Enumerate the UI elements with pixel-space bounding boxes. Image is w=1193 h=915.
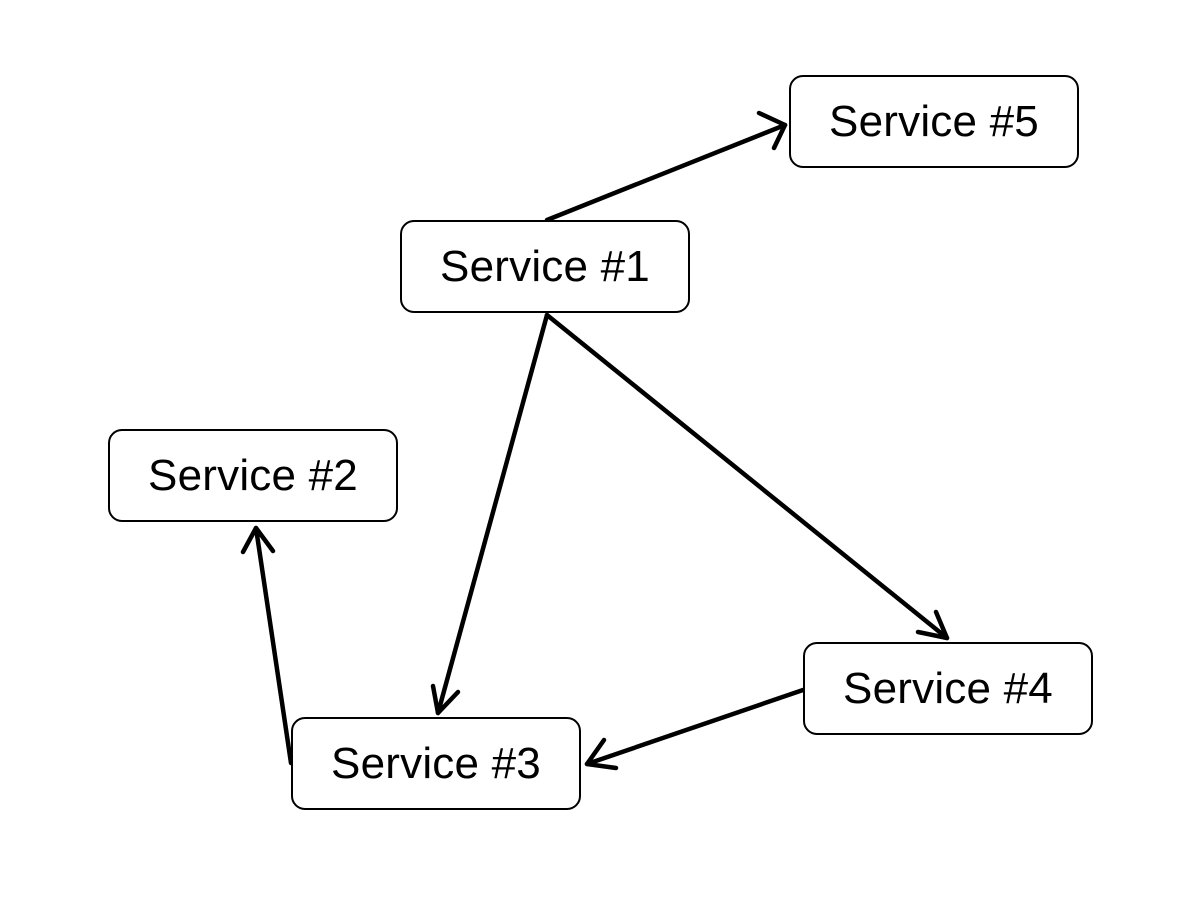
edge-service1-to-service4 — [544, 312, 950, 641]
service-5-label: Service #5 — [829, 96, 1039, 146]
edge-service4-to-service3 — [584, 687, 806, 771]
service-2-node[interactable]: Service #2 — [108, 429, 398, 522]
edge-service1-to-service5 — [544, 110, 788, 223]
service-2-label: Service #2 — [148, 450, 358, 500]
service-3-node[interactable]: Service #3 — [291, 717, 581, 810]
service-4-node[interactable]: Service #4 — [803, 642, 1093, 735]
service-4-label: Service #4 — [843, 663, 1053, 713]
service-1-node[interactable]: Service #1 — [400, 220, 690, 313]
service-1-label: Service #1 — [440, 241, 650, 291]
service-3-label: Service #3 — [331, 738, 541, 788]
edge-service1-to-service3 — [430, 312, 550, 716]
edge-service3-to-service2 — [240, 525, 294, 766]
service-5-node[interactable]: Service #5 — [789, 75, 1079, 168]
